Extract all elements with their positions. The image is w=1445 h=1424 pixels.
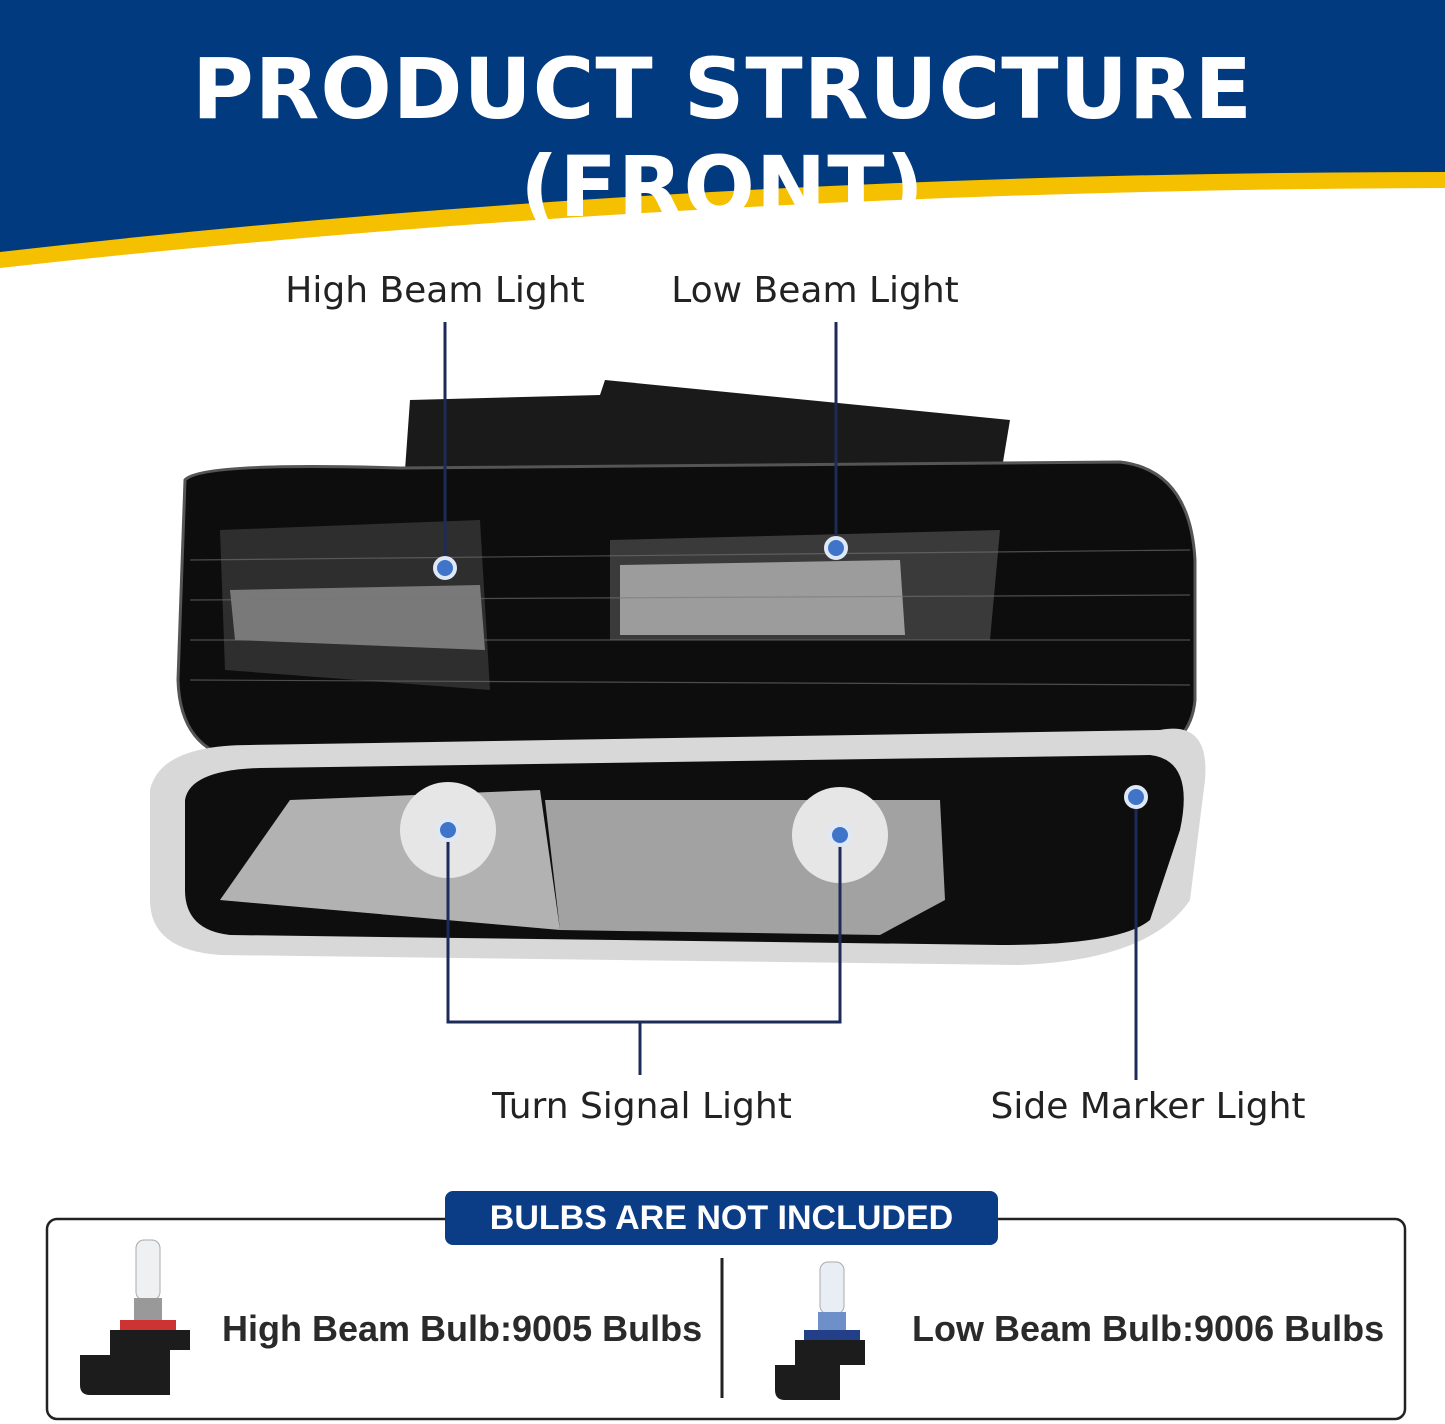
label-turn-signal-light: Turn Signal Light (492, 1086, 792, 1127)
label-high-beam-light: High Beam Light (285, 270, 585, 311)
low-beam-bulb-text: Low Beam Bulb:9006 Bulbs (912, 1308, 1385, 1349)
headlight-image (150, 380, 1206, 965)
label-side-marker-light: Side Marker Light (990, 1086, 1306, 1127)
bulb-9005-icon (80, 1239, 190, 1395)
page-title: PRODUCT STRUCTURE (FRONT) (192, 40, 1253, 236)
callout-dots (433, 536, 1148, 847)
high-beam-bulb-text: High Beam Bulb:9005 Bulbs (222, 1308, 703, 1349)
bulb-9006-icon (775, 1261, 865, 1400)
label-low-beam-light: Low Beam Light (671, 270, 959, 311)
header-banner (0, 0, 1445, 252)
callout-lines (443, 322, 1138, 1080)
bulbs-not-included-badge: BULBS ARE NOT INCLUDED (445, 1191, 998, 1245)
